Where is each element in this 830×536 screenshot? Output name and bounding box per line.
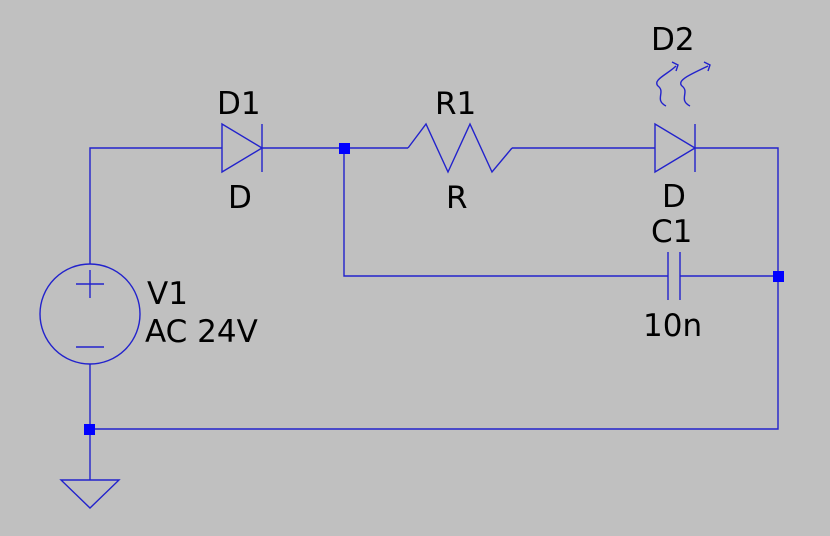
wire-v1-top-to-d1[interactable] <box>89 147 222 264</box>
light-emission-icon <box>656 65 677 107</box>
wire-d2-to-right-node[interactable] <box>695 147 779 276</box>
d1-name-label: D1 <box>217 86 261 122</box>
light-emission-arrowhead-icon-2 <box>703 61 711 72</box>
resistor-r1-zigzag <box>407 122 513 174</box>
led-d2[interactable]: D2 D <box>651 22 711 215</box>
junction-node-right[interactable] <box>773 271 784 282</box>
light-emission-arrowhead-icon <box>671 61 679 72</box>
wire-node-to-c1[interactable] <box>343 148 668 277</box>
c1-value-label: 10n <box>643 308 702 344</box>
resistor-r1[interactable]: R1 R <box>407 86 513 216</box>
d2-value-label: D <box>662 179 686 215</box>
junction-node-d1-r1[interactable] <box>339 143 350 154</box>
voltage-source-body <box>39 263 141 365</box>
ground-symbol[interactable] <box>59 479 121 509</box>
r1-value-label: R <box>446 180 468 216</box>
wire-right-to-ground-node[interactable] <box>90 276 779 430</box>
r1-name-label: R1 <box>435 86 476 122</box>
diode-d1[interactable]: D1 D <box>217 86 264 216</box>
light-emission-icon-2 <box>680 65 709 107</box>
d2-name-label: D2 <box>651 22 695 58</box>
c1-name-label: C1 <box>651 214 692 250</box>
v1-value-label: AC 24V <box>145 314 258 350</box>
d1-value-label: D <box>228 180 252 216</box>
capacitor-c1[interactable]: C1 10n <box>643 214 702 344</box>
v1-name-label: V1 <box>147 276 188 312</box>
wires <box>89 147 779 480</box>
voltage-source-v1[interactable]: V1 AC 24V <box>39 263 258 365</box>
ground-icon <box>59 479 121 509</box>
led-d2-triangle <box>654 122 697 174</box>
junctions <box>84 143 784 435</box>
junction-node-ground[interactable] <box>84 424 95 435</box>
diode-d1-triangle <box>221 122 264 174</box>
